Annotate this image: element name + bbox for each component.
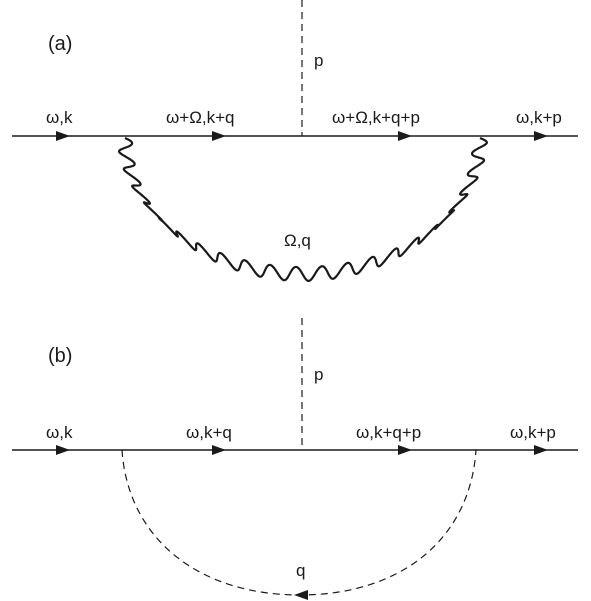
panel-a-segment-label-1: ω,k [46,108,73,127]
panel-b-arrow-2 [212,445,226,455]
panel-a-arrow-4 [534,131,548,141]
panel-b-arrow-4 [534,445,548,455]
panel-a-segment-label-2: ω+Ω,k+q [166,108,235,127]
panel-b-segment-label-3: ω,k+q+p [356,423,421,442]
panel-a-propagator-label: Ω,q [284,231,311,250]
panel-b-propagator-label: q [296,561,305,580]
panel-a-arrow-2 [212,131,226,141]
panel-a-arrow-3 [398,131,412,141]
panel-a-wavy-boson-propagator [117,136,488,283]
panel-a-label: (a) [48,33,72,55]
panel-b: (b) p ω,k ω,k+q ω,k+q+p ω,k+p q [12,318,578,600]
panel-b-propagator-arrow [294,590,308,600]
panel-b-segment-label-2: ω,k+q [186,423,232,442]
panel-a-vertex-momentum-label: p [314,51,323,70]
panel-a-segment-label-3: ω+Ω,k+q+p [332,108,420,127]
panel-a: (a) p ω,k ω+Ω,k+q ω+Ω,k+q+p ω,k+p Ω,q [12,0,578,283]
panel-a-segment-label-4: ω,k+p [516,108,562,127]
panel-a-arrow-1 [56,131,70,141]
panel-b-vertex-momentum-label: p [314,365,323,384]
panel-b-arrow-3 [398,445,412,455]
panel-b-segment-label-1: ω,k [46,423,73,442]
panel-b-segment-label-4: ω,k+p [510,423,556,442]
panel-b-arrow-1 [56,445,70,455]
panel-b-label: (b) [48,345,72,367]
